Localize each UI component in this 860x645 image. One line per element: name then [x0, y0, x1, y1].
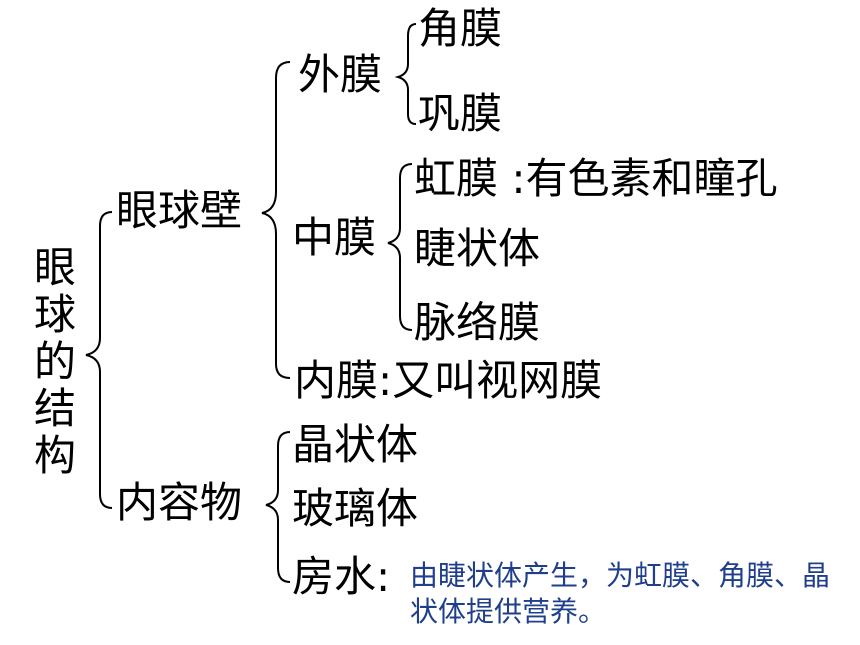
- choroid-label: 脉络膜: [414, 298, 541, 347]
- root-label: 眼 球 的 结 构: [32, 244, 78, 479]
- aqueous-humor-note: 由睫状体产生，为虹膜、角膜、晶状体提供营养。: [410, 559, 831, 628]
- vitreous-label: 玻璃体: [292, 484, 419, 533]
- root-brace: [85, 211, 113, 509]
- contents-label: 内容物: [116, 478, 243, 527]
- middle-brace: [387, 163, 413, 331]
- contents-brace: [265, 431, 291, 583]
- root-char: 球: [33, 290, 76, 339]
- root-char: 构: [33, 431, 76, 480]
- cornea-label: 角膜: [418, 4, 503, 53]
- lens-label: 晶状体: [292, 420, 419, 469]
- outer-membrane-label: 外膜: [298, 50, 383, 99]
- sclera-label: 巩膜: [418, 89, 503, 138]
- root-char: 眼: [33, 243, 76, 292]
- outer-brace: [394, 23, 417, 125]
- wall-label: 眼球壁: [116, 186, 243, 235]
- root-char: 的: [33, 337, 76, 386]
- aqueous-humor-label: 房水:: [292, 552, 391, 601]
- middle-membrane-label: 中膜: [292, 213, 377, 262]
- inner-membrane-label: 内膜:又叫视网膜: [294, 356, 603, 405]
- root-char: 结: [33, 384, 76, 433]
- iris-label: 虹膜 :有色素和瞳孔: [414, 154, 778, 203]
- wall-brace: [261, 61, 291, 379]
- ciliary-body-label: 睫状体: [414, 224, 541, 273]
